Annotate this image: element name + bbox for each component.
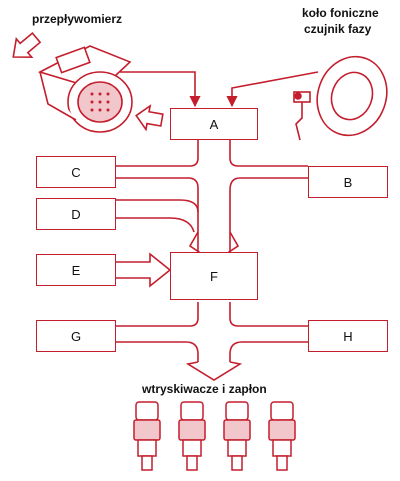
tonewheel-to-a-line: [226, 71, 319, 108]
a-to-f-left: [116, 140, 199, 167]
box-b: B: [308, 166, 388, 198]
box-c: C: [36, 156, 116, 188]
box-e: E: [36, 254, 116, 286]
box-h-label: H: [343, 328, 353, 344]
box-b-label: B: [343, 174, 353, 190]
fuel-injector-icon: [133, 401, 296, 471]
e-to-f-arrow: [116, 252, 172, 288]
out-funnel: [185, 361, 243, 381]
b-to-f: [229, 177, 308, 252]
f-to-out-right: [229, 302, 308, 327]
box-c-label: C: [71, 164, 81, 180]
g-to-out: [116, 341, 199, 362]
d-to-f: [116, 199, 199, 213]
output-label: wtryskiwacze i zapłon: [142, 382, 267, 396]
a-to-f-left2: [116, 177, 199, 252]
maf-label: przepływomierz: [32, 12, 123, 26]
d-to-f-2: [116, 217, 195, 233]
f-to-out-left: [116, 302, 199, 327]
box-a-label: A: [209, 116, 219, 132]
box-g-label: G: [70, 328, 82, 344]
box-g: G: [36, 320, 116, 352]
tone-wheel-sensor-icon: [293, 55, 388, 141]
mass-air-flow-sensor-icon: [37, 45, 133, 133]
box-d-label: D: [71, 206, 81, 222]
tone-wheel-label-1: koło foniczne: [302, 6, 379, 20]
box-d: D: [36, 198, 116, 230]
box-f-label: F: [210, 268, 218, 284]
h-to-out: [229, 341, 308, 362]
a-to-f-right: [229, 140, 308, 167]
maf-to-a-line: [120, 71, 201, 108]
air-out-arrow: [12, 31, 42, 59]
tone-wheel-label-2: czujnik fazy: [304, 22, 372, 36]
box-a: A: [170, 108, 258, 140]
box-e-label: E: [71, 262, 81, 278]
air-in-arrow: [135, 104, 164, 132]
box-f: F: [170, 252, 258, 300]
box-h: H: [308, 320, 388, 352]
